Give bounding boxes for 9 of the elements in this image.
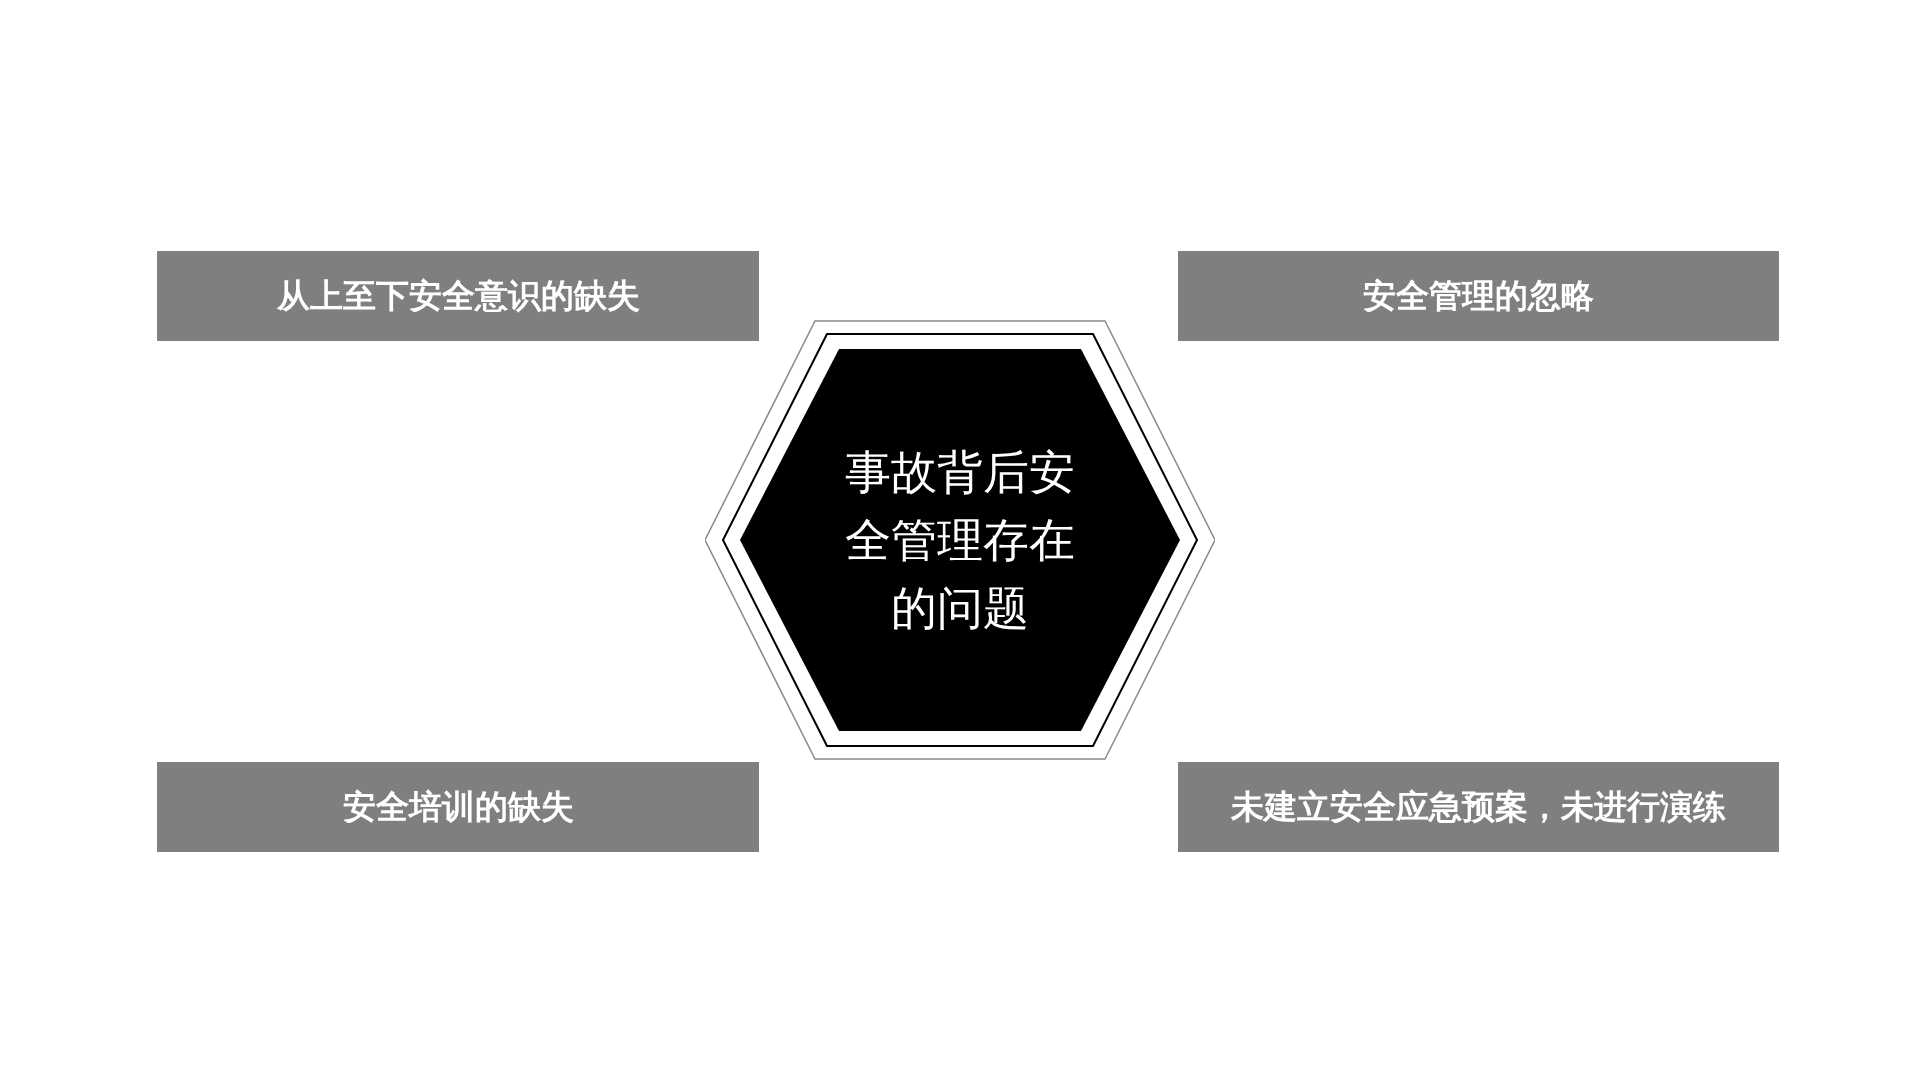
bar-label: 未建立安全应急预案，未进行演练 [1231, 787, 1726, 827]
bar-label: 安全培训的缺失 [342, 787, 574, 827]
category-bar [1178, 762, 1779, 852]
center-title: 事故背后安全管理存在的问题 [844, 443, 1076, 638]
category-bar [157, 762, 759, 852]
category-bar [157, 251, 759, 341]
category-bar [1178, 251, 1779, 341]
bar-label: 从上至下安全意识的缺失 [276, 276, 640, 316]
bar-label: 安全管理的忽略 [1363, 276, 1594, 316]
